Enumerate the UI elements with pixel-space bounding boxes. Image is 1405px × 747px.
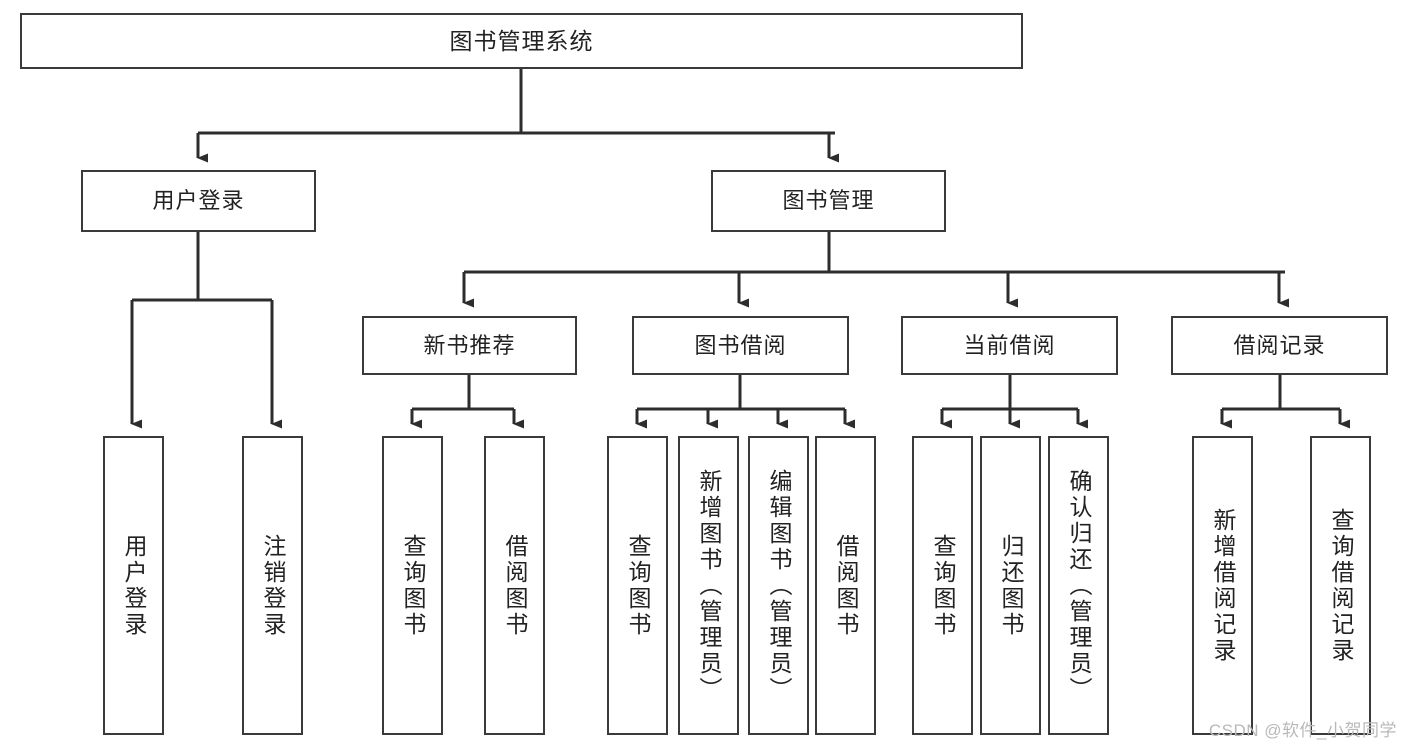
node-leaf-borrow-lend-book[interactable]: 借阅图书 — [815, 436, 876, 735]
node-label: 归还图书 — [998, 533, 1024, 638]
node-label: 借阅图书 — [833, 533, 859, 638]
node-label: 借阅记录 — [1233, 332, 1326, 358]
node-label: 查询借阅记录 — [1328, 507, 1354, 664]
node-leaf-newbook-borrow[interactable]: 借阅图书 — [484, 436, 545, 735]
node-label: 查询图书 — [625, 533, 651, 638]
node-label: 图书借阅 — [694, 332, 787, 358]
node-leaf-user-login[interactable]: 用户登录 — [103, 436, 164, 735]
node-book-management[interactable]: 图书管理 — [711, 170, 946, 232]
csdn-watermark: CSDN @软件_小贺同学 — [1208, 721, 1397, 740]
node-leaf-user-logout[interactable]: 注销登录 — [242, 436, 303, 735]
node-leaf-borrow-query[interactable]: 查询图书 — [607, 436, 668, 735]
node-user-login[interactable]: 用户登录 — [81, 170, 316, 232]
node-label: 借阅图书 — [502, 533, 528, 638]
node-label: 确认归还（管理员） — [1066, 468, 1092, 703]
node-label: 图书管理系统 — [449, 27, 594, 54]
node-leaf-newbook-query[interactable]: 查询图书 — [382, 436, 443, 735]
node-book-borrow[interactable]: 图书借阅 — [632, 316, 849, 375]
node-label: 当前借阅 — [963, 332, 1056, 358]
node-leaf-borrow-add-book[interactable]: 新增图书（管理员） — [678, 436, 739, 735]
node-leaf-current-query[interactable]: 查询图书 — [912, 436, 973, 735]
node-new-book-recommend[interactable]: 新书推荐 — [362, 316, 577, 375]
node-leaf-current-return[interactable]: 归还图书 — [980, 436, 1041, 735]
node-label: 用户登录 — [121, 533, 147, 638]
node-borrow-record[interactable]: 借阅记录 — [1171, 316, 1388, 375]
node-label: 新增图书（管理员） — [696, 468, 722, 703]
node-current-borrow[interactable]: 当前借阅 — [901, 316, 1118, 375]
node-leaf-current-confirm-return[interactable]: 确认归还（管理员） — [1048, 436, 1109, 735]
node-label: 查询图书 — [400, 533, 426, 638]
node-label: 查询图书 — [930, 533, 956, 638]
node-label: 新书推荐 — [423, 332, 516, 358]
node-label: 用户登录 — [152, 188, 245, 214]
node-root-system[interactable]: 图书管理系统 — [20, 13, 1023, 69]
node-label: 编辑图书（管理员） — [766, 468, 792, 703]
node-leaf-record-query[interactable]: 查询借阅记录 — [1310, 436, 1371, 735]
node-label: 图书管理 — [782, 188, 875, 214]
node-leaf-borrow-edit-book[interactable]: 编辑图书（管理员） — [748, 436, 809, 735]
node-leaf-record-add[interactable]: 新增借阅记录 — [1192, 436, 1253, 735]
node-label: 注销登录 — [260, 533, 286, 638]
node-label: 新增借阅记录 — [1210, 507, 1236, 664]
